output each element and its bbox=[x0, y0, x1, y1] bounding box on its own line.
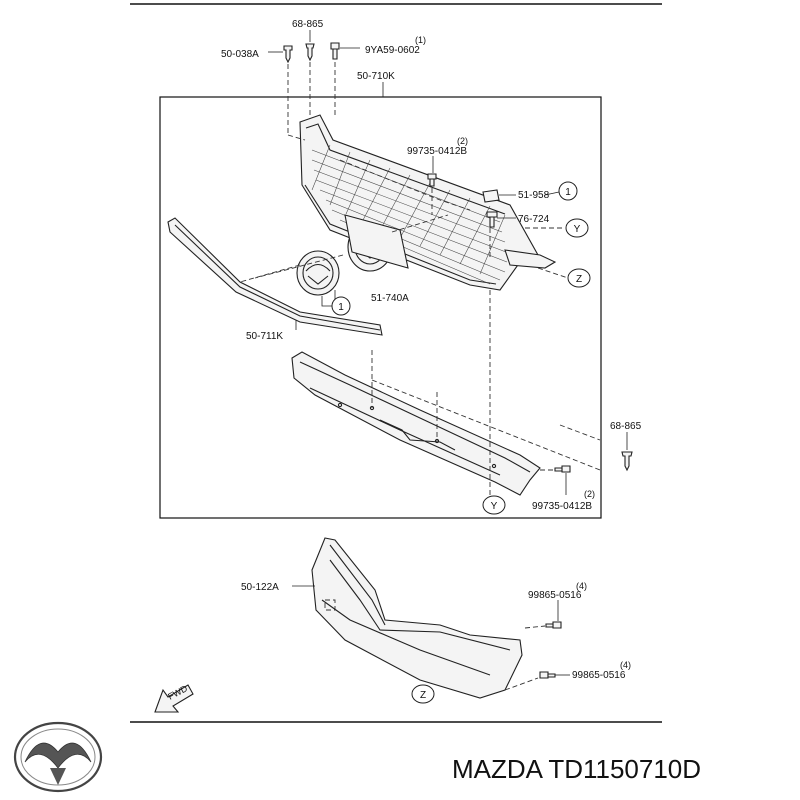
cover-50-122a bbox=[311, 537, 523, 699]
label-99865-a: 99865-0516 bbox=[528, 590, 582, 601]
leader-marker-1-a bbox=[544, 191, 560, 196]
clip-76-724 bbox=[486, 211, 498, 228]
label-9ya59: 9YA59-0602 bbox=[365, 45, 420, 56]
label-51-958: 51-958 bbox=[518, 190, 550, 201]
label-99865-b: 99865-0516 bbox=[572, 670, 626, 681]
guide-99865-b bbox=[504, 677, 539, 691]
clip-68-865-top bbox=[305, 43, 315, 120]
marker-y-top: Y bbox=[565, 218, 589, 238]
marker-z-top: Z bbox=[567, 268, 591, 288]
moulding-50-711k bbox=[167, 217, 383, 336]
label-50-122a: 50-122A bbox=[241, 582, 279, 593]
part-number-title: MAZDA TD1150710D bbox=[452, 754, 701, 784]
bracket-lower bbox=[291, 351, 541, 496]
bolt-9ya59 bbox=[330, 42, 340, 118]
assembly-guides-top bbox=[239, 134, 569, 283]
marker-y-bottom: Y bbox=[482, 495, 506, 515]
mazda-logo-icon bbox=[13, 721, 103, 793]
marker-1-a-text: 1 bbox=[565, 187, 571, 198]
qty-9ya59: (1) bbox=[415, 35, 426, 45]
qty-99865-a: (4) bbox=[576, 581, 587, 591]
cover-mark bbox=[324, 599, 336, 611]
marker-z-bottom-text: Z bbox=[420, 690, 426, 701]
bolt-99735-top bbox=[427, 173, 437, 187]
qty-99865-b: (4) bbox=[620, 660, 631, 670]
leader-marker-1-b bbox=[321, 296, 332, 307]
label-50-710k: 50-710K bbox=[357, 71, 395, 82]
label-99735-top: 99735-0412B bbox=[407, 146, 467, 157]
bolt-99865-a bbox=[545, 621, 562, 629]
label-68-865-right: 68-865 bbox=[610, 421, 642, 432]
emblem-51-740a bbox=[296, 250, 340, 296]
clip-68-865-right bbox=[621, 451, 633, 472]
nut-51-958 bbox=[482, 189, 500, 203]
bolt-99735-bottom bbox=[554, 465, 571, 473]
label-50-038a: 50-038A bbox=[221, 49, 259, 60]
assembly-frame bbox=[159, 96, 602, 519]
grille-50-710k bbox=[299, 114, 557, 291]
label-50-711k: 50-711K bbox=[246, 331, 283, 342]
fwd-arrow: FWD bbox=[154, 683, 194, 713]
marker-1-a: 1 bbox=[558, 181, 578, 201]
marker-1-b-text: 1 bbox=[338, 302, 344, 313]
bolt-99865-b bbox=[539, 671, 556, 679]
label-68-865-top: 68-865 bbox=[292, 19, 324, 30]
marker-1-b: 1 bbox=[331, 296, 351, 316]
assembly-guides-middle bbox=[371, 290, 601, 498]
qty-99735-bottom: (2) bbox=[584, 489, 595, 499]
guide-99865-a bbox=[524, 625, 546, 629]
marker-z-bottom: Z bbox=[411, 684, 435, 704]
marker-y-top-text: Y bbox=[574, 224, 581, 235]
marker-y-bottom-text: Y bbox=[491, 501, 498, 512]
clip-50-038a bbox=[283, 45, 293, 135]
qty-99735-top: (2) bbox=[457, 136, 468, 146]
label-51-740a: 51-740A bbox=[371, 293, 409, 304]
label-99735-bottom: 99735-0412B bbox=[532, 501, 592, 512]
marker-z-top-text: Z bbox=[576, 274, 582, 285]
label-76-724: 76-724 bbox=[518, 214, 550, 225]
